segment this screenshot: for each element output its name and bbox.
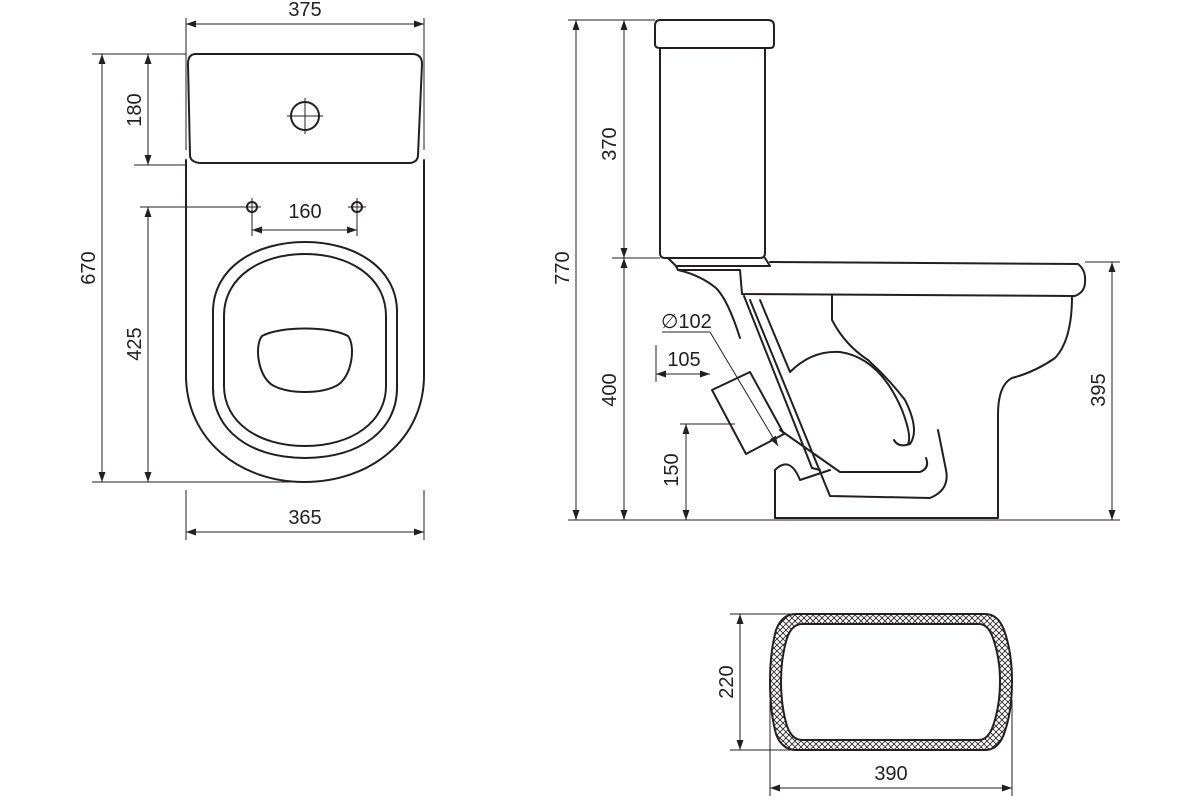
dim-outlet-height: 150 bbox=[661, 453, 683, 486]
dim-base-width: 390 bbox=[874, 763, 907, 785]
dim-base-depth: 220 bbox=[716, 665, 738, 698]
trapway-outer bbox=[749, 299, 948, 499]
side-view bbox=[654, 19, 1087, 519]
cistern-body bbox=[659, 47, 766, 259]
base-footprint-outer bbox=[768, 613, 1014, 751]
trapway-inner bbox=[759, 299, 911, 445]
dim-rim-height: 395 bbox=[1088, 373, 1110, 406]
trapway-lower bbox=[779, 429, 929, 473]
siphon-wall bbox=[743, 295, 821, 471]
pan-rim bbox=[675, 261, 1087, 297]
bowl-interior bbox=[831, 295, 915, 447]
dim-bolt-spacing: 160 bbox=[288, 201, 321, 223]
bowl-opening bbox=[257, 327, 353, 393]
dim-bottom-width: 365 bbox=[288, 507, 321, 529]
dim-overall-length: 670 bbox=[78, 251, 100, 284]
seat-bolt-right-icon bbox=[348, 198, 366, 216]
dim-outlet-diameter: ∅102 bbox=[661, 311, 712, 333]
dim-overall-height: 770 bbox=[552, 251, 574, 284]
base-dimensions: 220 390 bbox=[716, 613, 1013, 796]
top-view bbox=[185, 53, 425, 483]
dim-tank-height: 370 bbox=[599, 127, 621, 160]
top-view-dimensions: 375 365 180 670 425 160 bbox=[78, 0, 425, 540]
top-view-tank-lid bbox=[187, 53, 423, 164]
outlet-pipe bbox=[711, 371, 785, 455]
seat-outer-ring bbox=[212, 241, 398, 459]
seat-inner-ring bbox=[223, 253, 387, 447]
dim-bolt-to-front: 425 bbox=[124, 327, 146, 360]
cistern-lid bbox=[654, 19, 775, 49]
pan-body bbox=[774, 295, 1073, 519]
flush-button-icon bbox=[287, 98, 323, 134]
dim-top-width: 375 bbox=[288, 0, 321, 21]
dim-outlet-offset: 105 bbox=[667, 349, 700, 371]
side-view-dimensions: 770 370 400 395 150 105 ∅102 bbox=[552, 19, 1120, 521]
dim-bowl-height: 400 bbox=[599, 373, 621, 406]
base-footprint bbox=[768, 613, 1014, 751]
pan-inlet-horn bbox=[677, 269, 741, 339]
dim-tank-depth: 180 bbox=[124, 93, 146, 126]
cistern-connector bbox=[667, 257, 771, 267]
